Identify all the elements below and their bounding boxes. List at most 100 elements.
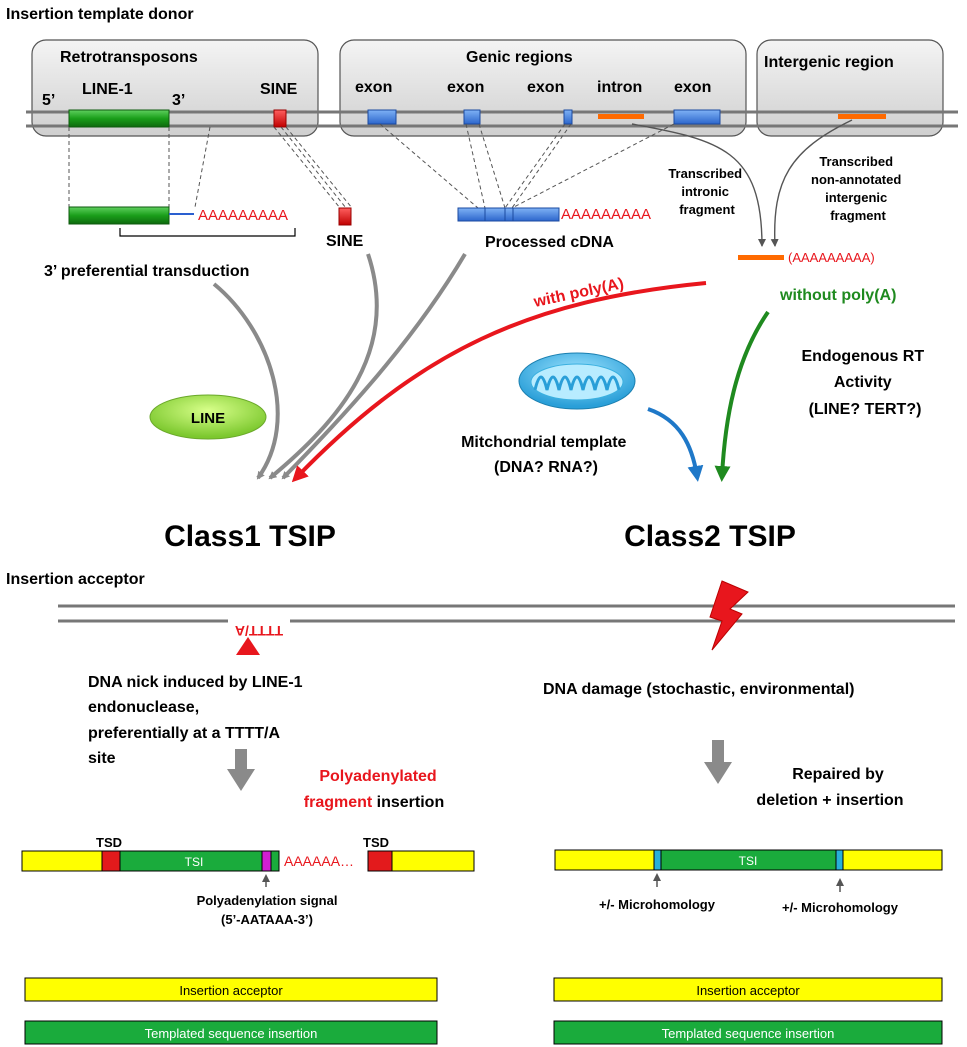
insertion-word: insertion xyxy=(372,794,444,811)
without-polyA-arrow xyxy=(714,310,770,482)
exon3-label: exon xyxy=(527,79,564,96)
nick-line2: endonuclease, xyxy=(88,699,199,716)
intron-to-fragment-arrow xyxy=(631,123,766,247)
intergenic-fragment-label: Transcribed non-annotated intergenic fra… xyxy=(811,154,905,223)
polyA-signal-box xyxy=(261,850,272,872)
class1-construct xyxy=(21,850,475,872)
micro-right-label: +/- Microhomology xyxy=(782,900,899,915)
class1-tsi-label: TSI xyxy=(185,855,204,869)
legend-tsi-right-swatch xyxy=(553,1020,943,1045)
class2-micro-right xyxy=(835,849,844,871)
nick-line1: DNA nick induced by LINE-1 xyxy=(88,674,303,691)
exon2-block xyxy=(463,109,481,125)
line1-copy xyxy=(68,206,170,225)
sine-copy xyxy=(338,207,352,226)
legend-tsi-left-swatch xyxy=(24,1020,438,1045)
sine-element xyxy=(273,109,287,128)
intergenic-line4: fragment xyxy=(830,208,886,223)
mito-line1: Mitchondrial template xyxy=(461,434,626,451)
intergenic-to-fragment-arrow xyxy=(770,119,853,247)
mitochondrion-icon xyxy=(518,352,636,410)
micro-left-label: +/- Microhomology xyxy=(599,897,716,912)
nick-line3: preferentially at a TTTT/A xyxy=(88,725,280,742)
class2-tsi-label: TSI xyxy=(739,854,758,868)
exon3-block xyxy=(563,109,573,125)
signal-line1: Polyadenylation signal xyxy=(197,893,338,908)
class1-tsi-end xyxy=(270,850,280,872)
with-polyA-arrow xyxy=(291,281,707,483)
exon2-label: exon xyxy=(447,79,484,96)
nick-pointer-triangle xyxy=(236,637,260,655)
fragment-word: fragment xyxy=(304,794,373,811)
dna-damage-label: DNA damage (stochastic, environmental) xyxy=(543,681,854,698)
class2-micro-left xyxy=(653,849,662,871)
class2-acceptor-right xyxy=(842,849,943,871)
class1-down-arrow xyxy=(227,749,255,791)
legend-acceptor-right-label: Insertion acceptor xyxy=(696,983,800,998)
polyadenylated-label: Polyadenylated xyxy=(319,768,436,785)
class2-construct xyxy=(554,849,943,871)
intronic-line1: Transcribed xyxy=(668,166,742,181)
line1-label: LINE-1 xyxy=(82,81,133,98)
signal-line2: (5’-AATAAA-3’) xyxy=(221,912,313,927)
sine-to-class1-arrow xyxy=(268,253,379,480)
class1-polyA-tail: AAAAAA… xyxy=(284,853,354,869)
intergenic-line2: non-annotated xyxy=(811,172,901,187)
intronic-line3: fragment xyxy=(679,202,735,217)
line-protein-ellipse xyxy=(149,394,267,440)
endogenous-rt-label: Endogenous RT Activity (LINE? TERT?) xyxy=(801,348,928,418)
line-ellipse-label: LINE xyxy=(191,410,225,427)
intronic-fragment-label: Transcribed intronic fragment xyxy=(668,166,745,217)
rt-line2: Activity xyxy=(834,374,892,391)
mito-template-label: Mitchondrial template (DNA? RNA?) xyxy=(461,434,631,476)
class1-acceptor-right xyxy=(391,850,475,872)
class1-tsd-left xyxy=(101,850,121,872)
mito-line2: (DNA? RNA?) xyxy=(494,459,598,476)
line1-polyA: AAAAAAAAA xyxy=(198,207,288,224)
lightning-bolt-icon xyxy=(709,580,749,651)
legend-tsi-left-label: Templated sequence insertion xyxy=(145,1026,318,1041)
transduction-bracket xyxy=(119,228,296,237)
sine-top-label: SINE xyxy=(260,81,298,98)
class1-acceptor-left xyxy=(21,850,103,872)
polyA-optional: (AAAAAAAAA) xyxy=(788,250,875,265)
cdna-polyA: AAAAAAAAA xyxy=(561,206,651,223)
intron-fragment xyxy=(598,114,644,119)
dashed-mappings xyxy=(68,123,675,209)
intergenic-fragment xyxy=(838,114,886,119)
sine-copy-label: SINE xyxy=(326,233,364,250)
legend-tsi-right-label: Templated sequence insertion xyxy=(662,1026,835,1041)
rt-line3: (LINE? TERT?) xyxy=(809,401,922,418)
transduction-label: 3’ preferential transduction xyxy=(44,263,249,280)
repair-line2: deletion + insertion xyxy=(756,792,903,809)
transduction-to-class1-arrow xyxy=(212,282,280,480)
genic-box-label: Genic regions xyxy=(466,49,573,66)
cdna-exon4 xyxy=(512,207,560,222)
intergenic-line3: intergenic xyxy=(825,190,887,205)
class2-down-arrow xyxy=(704,740,732,784)
nonpolyA-fragment xyxy=(738,255,784,260)
intergenic-box-label: Intergenic region xyxy=(764,54,894,71)
intronic-line2: intronic xyxy=(681,184,729,199)
mito-to-class2-arrow xyxy=(647,407,704,482)
repair-line1: Repaired by xyxy=(792,766,884,783)
cdna-exon3 xyxy=(504,207,514,222)
acceptor-section-title: Insertion acceptor xyxy=(6,571,145,588)
nick-site-label: TTTT/A xyxy=(235,623,283,639)
class1-tsd-right xyxy=(367,850,393,872)
cdna-exon2 xyxy=(484,207,506,222)
exon4-label: exon xyxy=(674,79,711,96)
tsd-right-label: TSD xyxy=(363,835,389,850)
intergenic-line1: Transcribed xyxy=(819,154,893,169)
three-prime-label: 3’ xyxy=(172,92,185,109)
retro-box-label: Retrotransposons xyxy=(60,49,198,66)
intron-label: intron xyxy=(597,79,642,96)
class1-title: Class1 TSIP xyxy=(164,520,336,553)
rt-line1: Endogenous RT xyxy=(801,348,924,365)
processed-cdna-label: Processed cDNA xyxy=(485,234,614,251)
fragment-insertion-label: fragment insertion xyxy=(304,794,444,811)
tsd-left-label: TSD xyxy=(96,835,122,850)
legend-acceptor-right-swatch xyxy=(553,977,943,1002)
legend-acceptor-left-swatch xyxy=(24,977,438,1002)
